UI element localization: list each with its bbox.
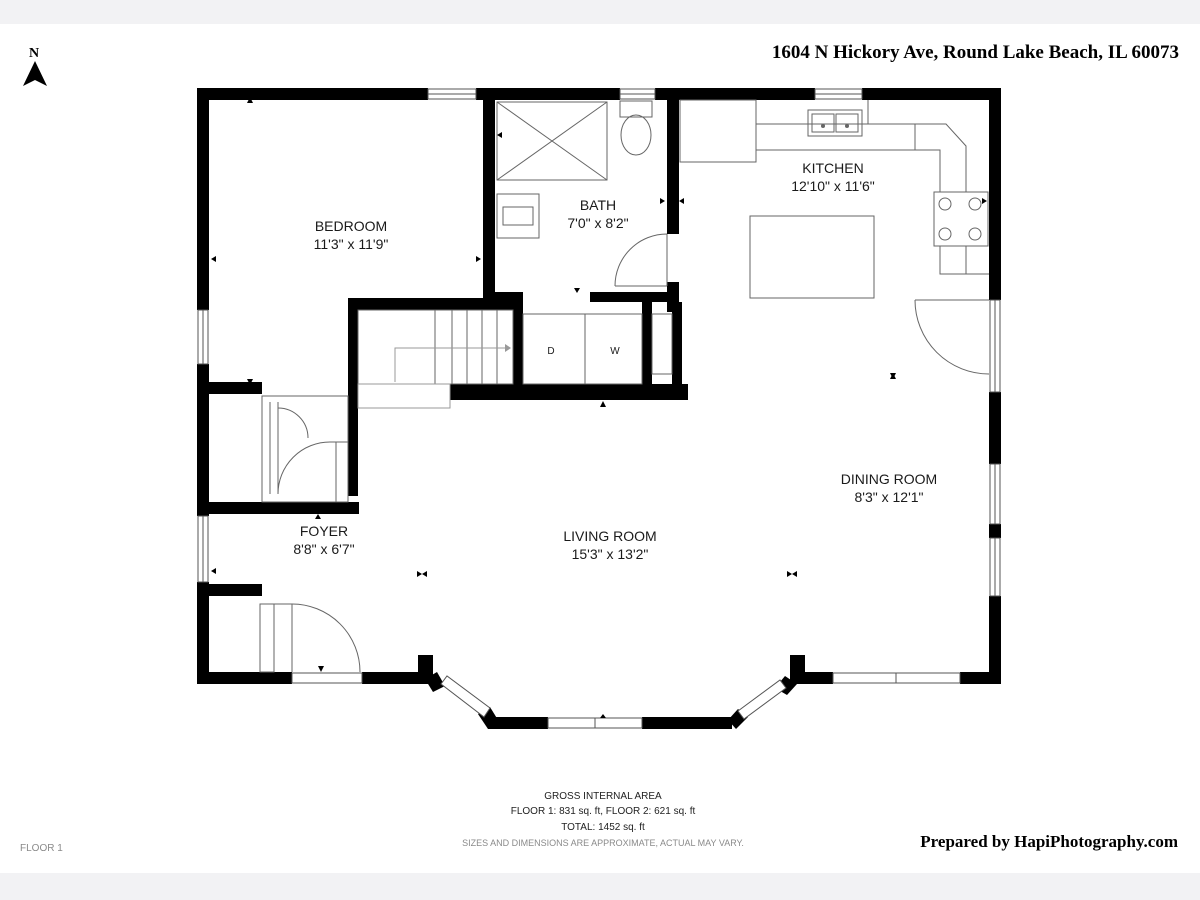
room-name: FOYER [300,523,348,539]
room-name: BEDROOM [315,218,387,234]
room-dimensions: 8'8" x 6'7" [293,541,354,557]
interior-walls [197,88,688,596]
room-label-bedroom: BEDROOM 11'3" x 11'9" [314,218,389,252]
front-door [259,603,361,673]
room-name: BATH [580,197,616,213]
gia-title: GROSS INTERNAL AREA [544,791,662,802]
gia-floors: FLOOR 1: 831 sq. ft, FLOOR 2: 621 sq. ft [511,806,696,817]
room-label-living: LIVING ROOM 15'3" x 13'2" [563,528,656,562]
room-dimensions: 11'3" x 11'9" [314,236,389,252]
prepared-by: Prepared by HapiPhotography.com [920,832,1178,851]
doors [259,233,990,673]
kitchen-fixtures [679,99,989,299]
laundry-area: D W [522,313,673,385]
dryer-label: D [547,346,554,357]
kitchen-sink-icon [807,109,863,137]
room-dimensions: 8'3" x 12'1" [855,489,924,505]
floor-label: FLOOR 1 [20,843,63,854]
north-arrow-icon: N [23,46,47,86]
room-dimensions: 7'0" x 8'2" [567,215,628,231]
room-name: LIVING ROOM [563,528,656,544]
toilet-icon [619,100,653,156]
room-dimensions: 15'3" x 13'2" [572,546,649,562]
bath-door [614,233,668,287]
room-dimensions: 12'10" x 11'6" [791,178,875,194]
bath-fixtures [496,100,653,239]
floor-plan-drawing: N 1604 N Hickory Ave, Round Lake Beach, … [20,42,1179,854]
room-name: KITCHEN [802,160,863,176]
bedroom-closet-door [261,395,349,503]
room-name: DINING ROOM [841,471,937,487]
kitchen-island [749,215,875,299]
stove-icon [933,191,989,247]
sink-icon [496,193,540,239]
kitchen-door [914,299,990,375]
property-address: 1604 N Hickory Ave, Round Lake Beach, IL… [772,42,1179,63]
north-label: N [29,46,39,61]
gia-total: TOTAL: 1452 sq. ft [561,822,645,833]
room-label-dining: DINING ROOM 8'3" x 12'1" [841,471,937,505]
dimension-markers [211,97,987,718]
room-label-kitchen: KITCHEN 12'10" x 11'6" [791,160,875,194]
room-label-foyer: FOYER 8'8" x 6'7" [293,523,354,557]
area-summary: GROSS INTERNAL AREA FLOOR 1: 831 sq. ft,… [462,791,744,848]
exterior-walls [197,88,1001,684]
staircase [357,309,514,409]
shower-icon [496,101,608,181]
disclaimer: SIZES AND DIMENSIONS ARE APPROXIMATE, AC… [462,838,744,848]
floor-plan-sheet: N 1604 N Hickory Ave, Round Lake Beach, … [0,24,1200,873]
windows [197,88,1001,729]
washer-label: W [610,346,620,357]
room-label-bath: BATH 7'0" x 8'2" [567,197,628,231]
